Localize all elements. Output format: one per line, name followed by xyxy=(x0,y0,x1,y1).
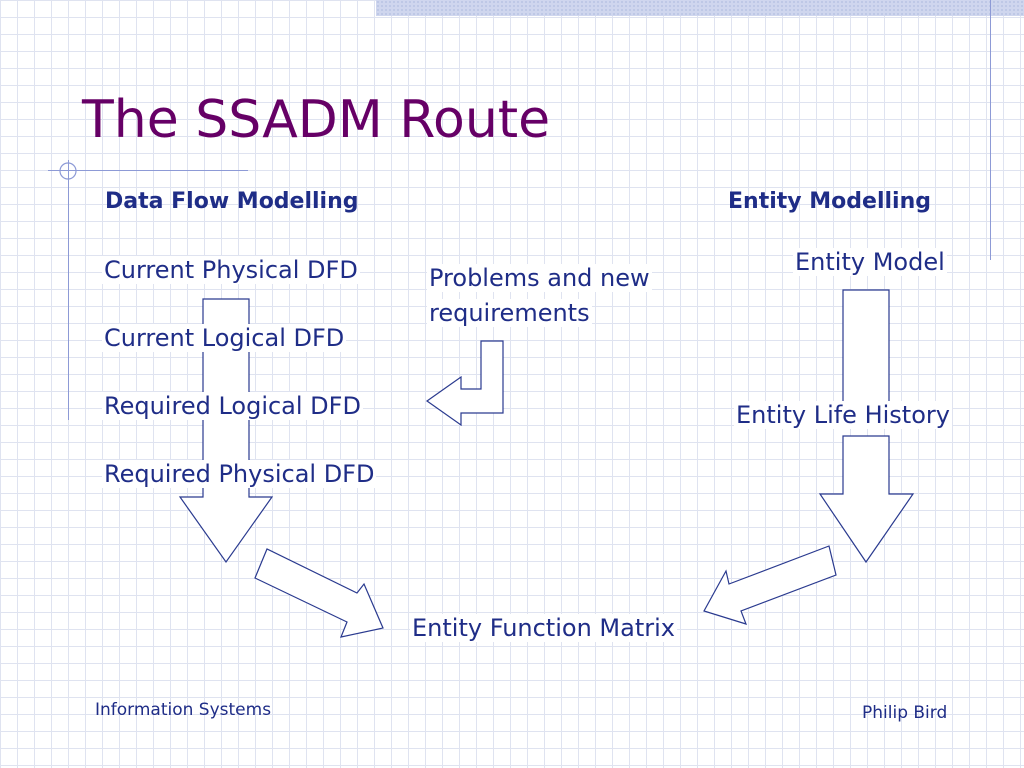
slide-title: The SSADM Route xyxy=(82,90,551,150)
entity-model: Entity Model xyxy=(793,248,947,276)
decorative-horizontal-line xyxy=(48,170,248,171)
decorative-ring-icon xyxy=(59,162,77,180)
entity-life-history-to-matrix-arrow xyxy=(818,435,915,564)
footer-left: Information Systems xyxy=(95,700,272,720)
entity-life-history: Entity Life History xyxy=(734,401,952,429)
problems-note-line2: requirements xyxy=(427,299,592,327)
entity-function-matrix: Entity Function Matrix xyxy=(410,614,677,642)
entity-to-matrix-arrow xyxy=(703,545,837,625)
decorative-vertical-line-left xyxy=(68,160,69,420)
problems-to-required-logical-arrow xyxy=(425,340,504,427)
data-flow-heading: Data Flow Modelling xyxy=(105,189,359,214)
footer-right: Philip Bird xyxy=(862,703,948,723)
current-physical-dfd: Current Physical DFD xyxy=(102,256,360,284)
current-logical-dfd: Current Logical DFD xyxy=(102,324,347,352)
top-decorative-band xyxy=(376,0,1024,16)
problems-note-line1: Problems and new xyxy=(427,264,652,292)
required-logical-dfd: Required Logical DFD xyxy=(102,392,363,420)
dfd-to-matrix-arrow xyxy=(254,548,384,638)
decorative-vertical-line-right xyxy=(990,0,991,260)
required-physical-dfd: Required Physical DFD xyxy=(102,460,377,488)
entity-heading: Entity Modelling xyxy=(728,189,931,214)
entity-model-to-life-history-arrow xyxy=(842,289,890,403)
